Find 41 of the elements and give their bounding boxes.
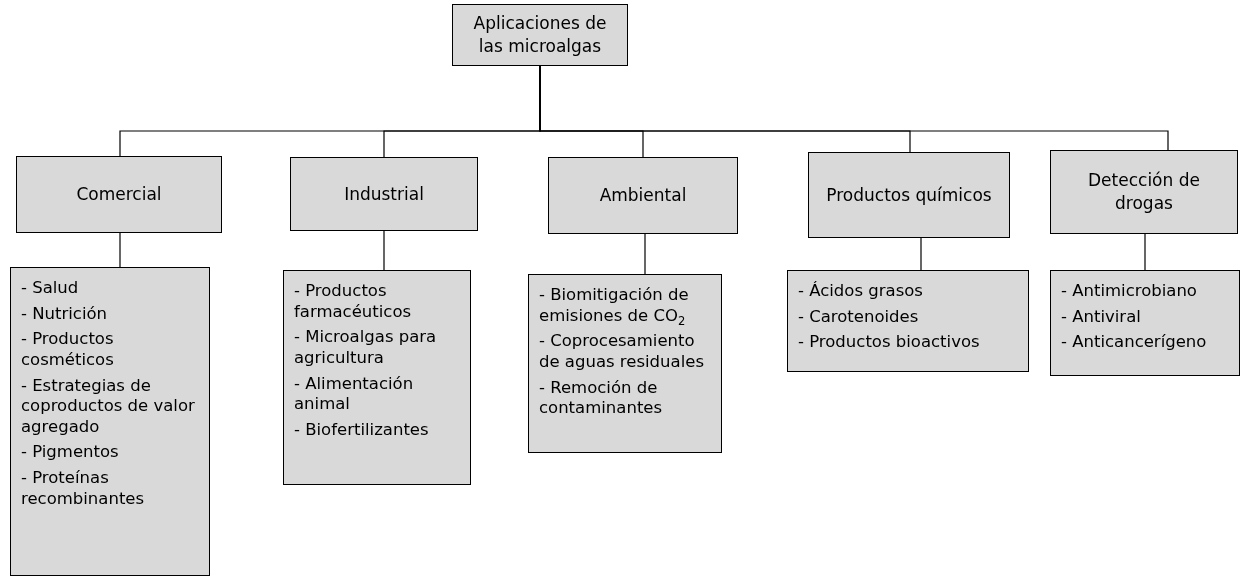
node-label: Ambiental [599, 184, 687, 207]
node-label: Comercial [76, 183, 162, 206]
list-item: - Biofertilizantes [294, 419, 430, 441]
list-item: - Productos cosméticos [21, 329, 115, 371]
list-item: - Salud [21, 278, 80, 299]
root-box [452, 4, 628, 66]
connector-line [119, 232, 121, 268]
node-label: Aplicaciones de las microalgas [472, 12, 608, 58]
list-item: - Microalgas para agricultura [294, 327, 438, 369]
category-box [808, 152, 1010, 238]
list-item: - Estrategias de coproductos de valor agregado [21, 375, 196, 438]
list-item: - Productos bioactivos [798, 332, 981, 353]
node-label: Detección de drogas [1087, 169, 1201, 215]
list-item: - Antimicrobiano [1061, 281, 1198, 302]
list-item: - Carotenoides [798, 306, 920, 328]
list-item: - Biomitigación de emisiones de CO$_{2}$ [539, 285, 690, 327]
node-label: Industrial [344, 182, 424, 206]
category-box [1050, 150, 1238, 234]
list-item: - Proteínas recombinantes [21, 468, 146, 510]
list-box [10, 267, 210, 576]
connector-line [644, 233, 646, 275]
list-item: - Alimentación animal [294, 373, 415, 415]
list-item: - Pigmentos [21, 442, 120, 463]
category-box [548, 157, 738, 234]
list-box [283, 270, 471, 485]
category-box [16, 156, 222, 233]
connector-line [383, 230, 385, 271]
node-label: Productos químicos [826, 183, 992, 207]
list-item: - Coprocesamiento de aguas residuales [539, 331, 705, 373]
list-item: - Ácidos grasos [798, 281, 924, 302]
list-item: - Remoción de contaminantes [539, 377, 664, 419]
list-box [787, 270, 1029, 372]
connector-line [1144, 233, 1146, 271]
connector-line [920, 237, 922, 271]
list-box [528, 274, 722, 453]
list-item: - Nutrición [21, 303, 109, 325]
list-item: - Anticancerígeno [1061, 332, 1208, 353]
list-item: - Antiviral [1061, 306, 1142, 328]
category-box [290, 157, 478, 231]
list-item: - Productos farmacéuticos [294, 281, 413, 323]
list-box [1050, 270, 1240, 376]
